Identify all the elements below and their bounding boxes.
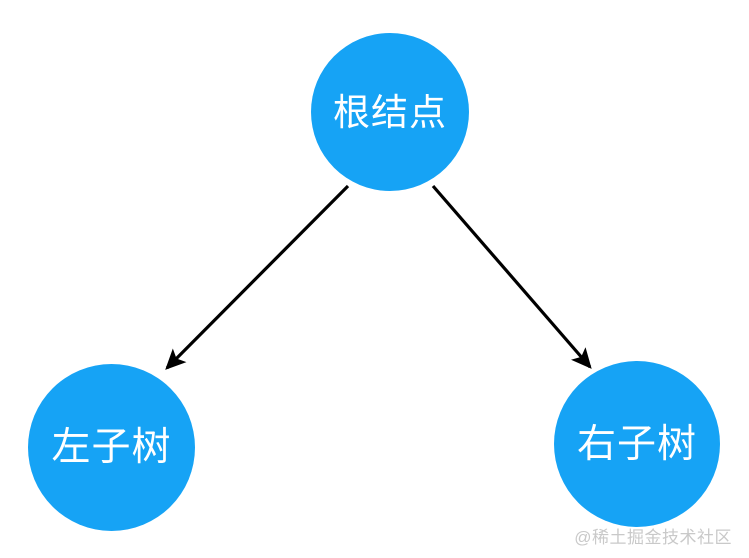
node-right-subtree[interactable]: 右子树 [554,361,720,527]
node-left-subtree-label: 左子树 [51,426,172,469]
edge-root-to-right [431,184,592,369]
node-right-subtree-label: 右子树 [576,422,697,466]
node-left-subtree[interactable]: 左子树 [28,364,195,531]
node-root-label: 根结点 [333,91,447,133]
edge-root-to-left [165,184,350,370]
node-root[interactable]: 根结点 [311,33,469,191]
watermark: @稀土掘金技术社区 [574,528,732,547]
